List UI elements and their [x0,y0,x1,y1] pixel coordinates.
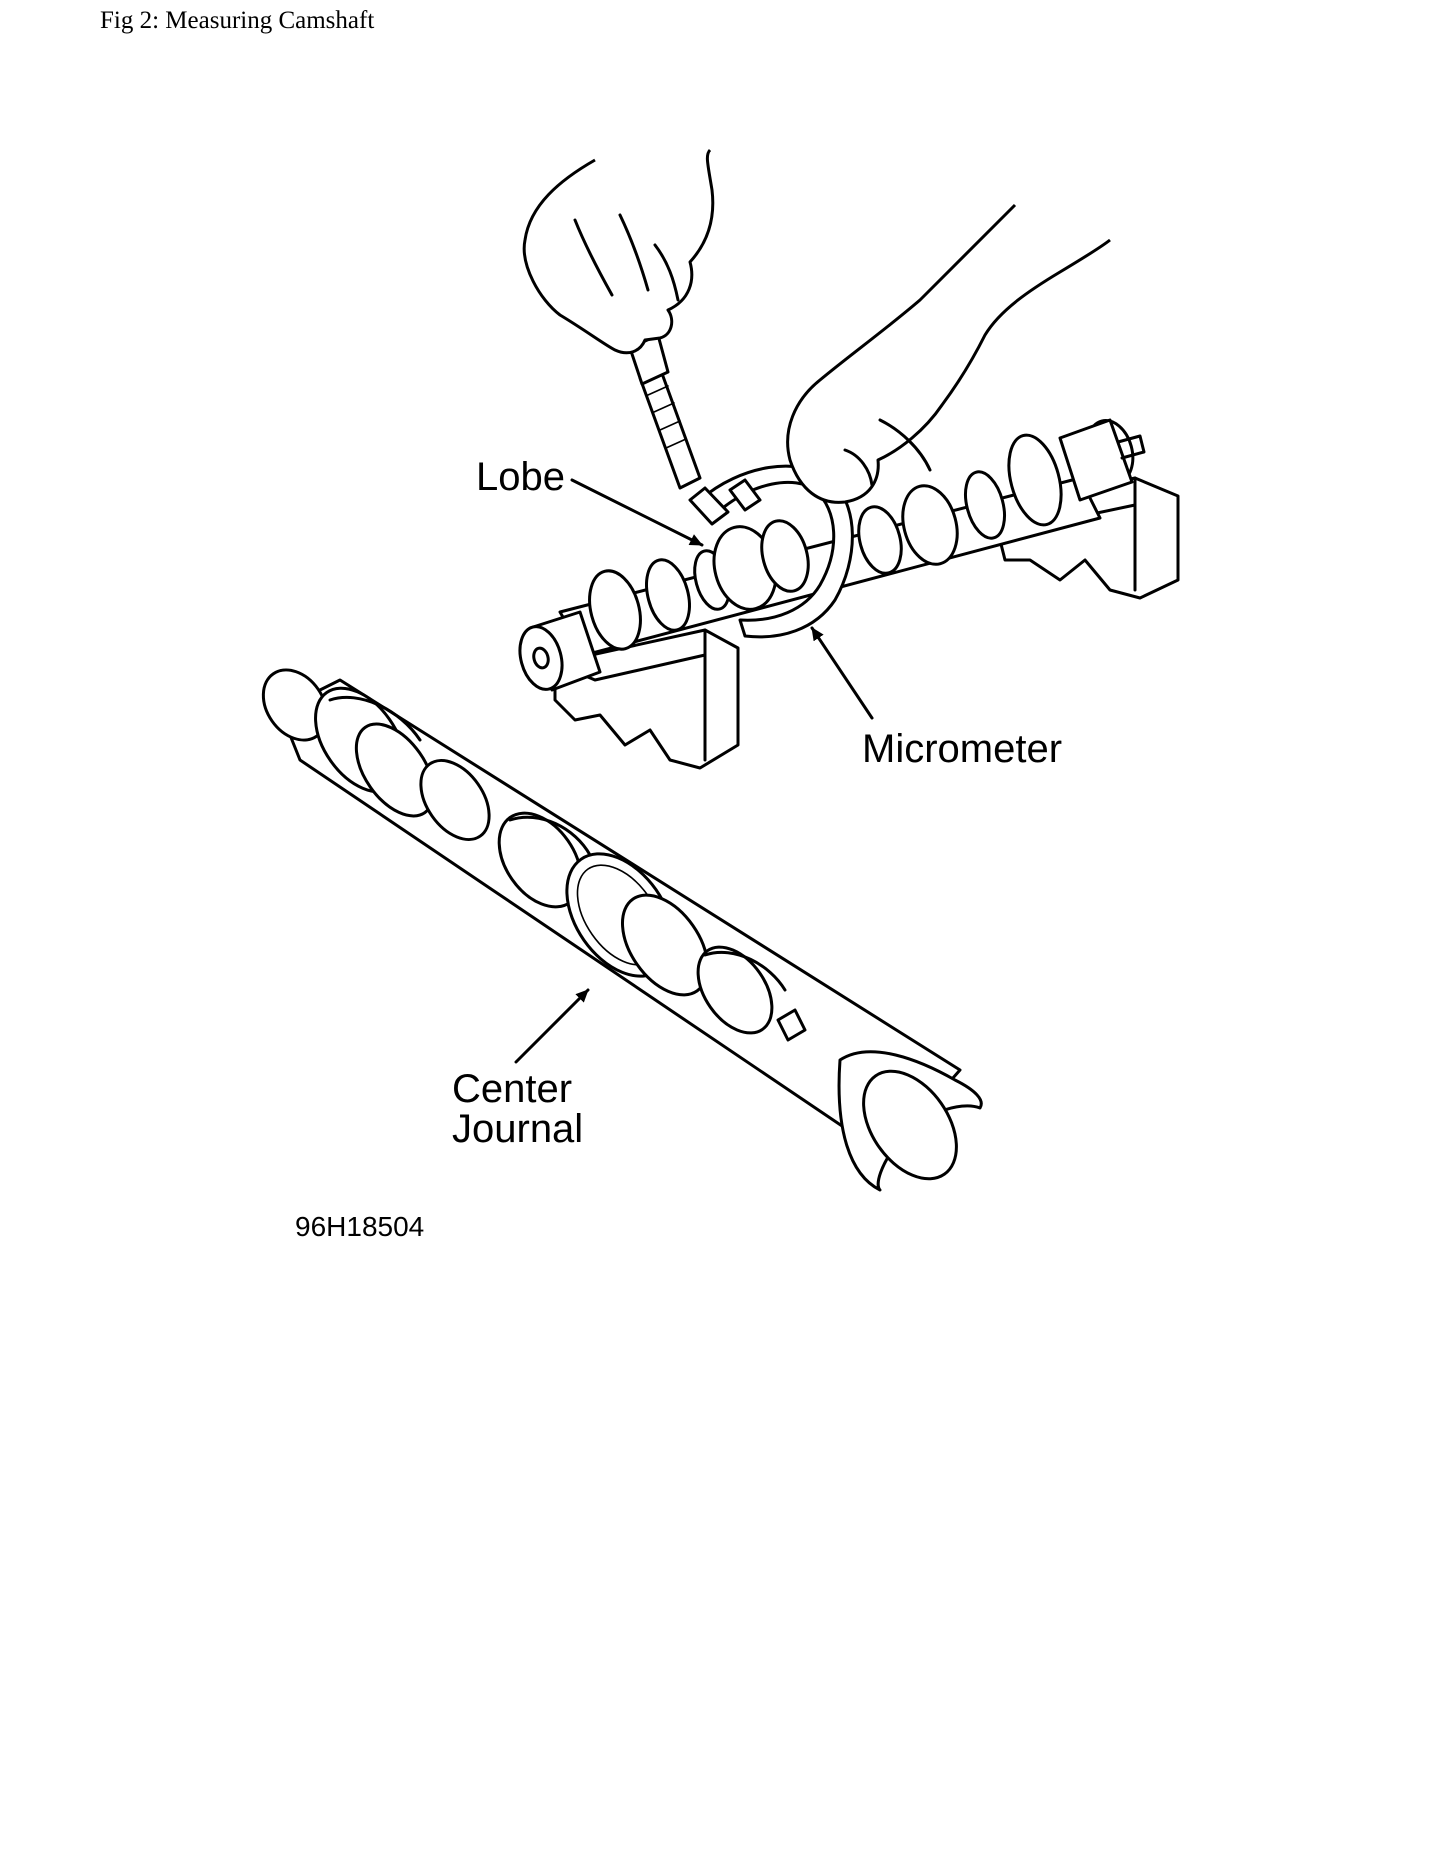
right-hand [786,203,1111,504]
lobe-arrow [570,478,704,547]
callout-center-journal: Center Journal [452,988,590,1151]
figure-caption: Fig 2: Measuring Camshaft [100,7,375,34]
micrometer-tool [628,333,854,639]
micrometer-label: Micrometer [862,727,1062,771]
center-journal-arrow [514,988,590,1064]
callout-lobe: Lobe [476,455,704,547]
callout-micrometer: Micrometer [810,626,1062,771]
center-journal-label-line1: Center [452,1067,572,1111]
left-hand [522,148,715,355]
micrometer-arrow [810,626,874,720]
lobe-label: Lobe [476,455,565,499]
center-journal-label-line2: Journal [452,1107,583,1151]
figure-code: 96H18504 [295,1211,424,1242]
lower-camshaft [261,668,983,1192]
